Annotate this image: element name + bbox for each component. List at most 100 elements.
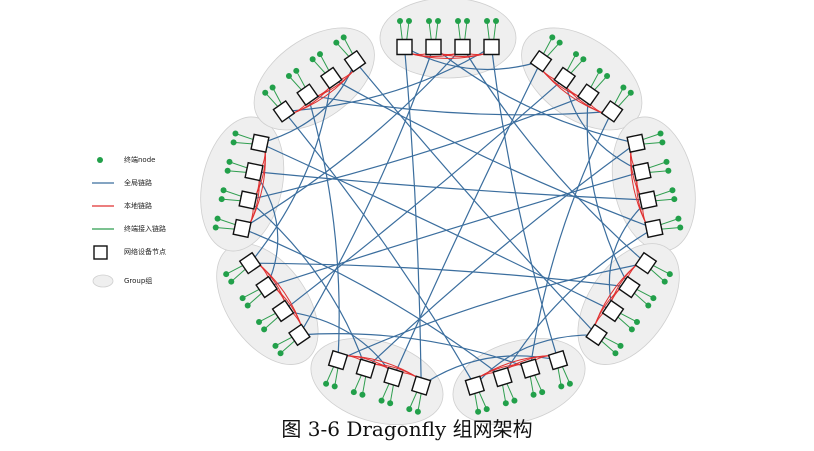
terminal-node [511,397,518,404]
terminal-node [663,158,670,165]
network-switch [634,251,658,275]
global-link [253,171,279,288]
terminal-node [309,56,316,63]
legend-label-local-link: 本地链路 [124,202,152,210]
terminal-node [333,39,340,46]
network-switch [383,366,404,388]
terminal-node [556,39,563,46]
global-link [250,262,630,288]
network-switch [355,358,376,379]
network-switch [520,358,541,379]
terminal-node [645,302,652,309]
terminal-node [214,215,221,222]
terminal-node [218,196,225,203]
access-link-line-icon [92,228,114,230]
terminal-node [220,187,227,194]
network-switch [343,49,367,73]
terminal-node [262,89,269,96]
global-link [330,77,655,229]
network-switch [255,275,278,299]
network-switch [319,66,343,90]
legend-label-access-link: 终端接入链路 [124,225,166,233]
terminal-node [539,389,546,396]
network-switch [296,83,320,107]
network-switch [644,218,664,239]
network-switch [396,38,413,56]
terminal-node [232,130,239,137]
terminal-node [269,84,276,91]
terminal-node [493,18,499,24]
terminal-node [455,18,461,24]
legend-item-terminal: 终端node [92,152,212,168]
terminal-node [661,278,668,285]
local-link-line-icon [92,205,114,207]
global-link [461,46,647,264]
terminal-node [272,342,279,349]
global-link [241,46,463,229]
global-link [337,262,646,361]
figure-caption: 图 3-6 Dragonfly 组网架构 [281,417,533,441]
network-switch [601,299,625,323]
switch-square-icon [93,245,108,260]
network-switch [327,349,349,371]
terminal-node [261,326,268,333]
terminal-node [378,397,385,404]
network-switch [288,323,311,347]
terminal-node [406,18,412,24]
legend-label-global-link: 全局链路 [124,179,152,187]
legend-label-switch: 网络设备节点 [124,248,166,256]
global-link [433,46,637,144]
terminal-node [340,34,347,41]
terminal-node [627,89,634,96]
terminal-node [558,383,565,390]
terminal-node [350,389,357,396]
terminal-node [549,34,556,41]
network-switch [492,366,513,388]
terminal-layer [212,18,684,415]
terminal-node [677,224,684,231]
terminal-node [212,224,219,231]
terminal-node [256,318,263,325]
terminal-node [612,350,619,357]
network-switch [425,38,442,56]
terminal-node [604,72,611,79]
network-switch [272,99,296,123]
network-switch [626,133,646,153]
terminal-node [244,302,251,309]
terminal-node [223,271,230,278]
group-ellipse-icon [92,274,114,288]
terminal-node [580,56,587,63]
global-link-line-icon [92,182,114,184]
terminal-node [316,51,323,58]
terminal-node [406,406,413,413]
network-switch [464,375,486,396]
terminal-node [435,18,441,24]
terminal-node [414,408,421,415]
global-link [307,94,613,116]
global-link [249,77,332,264]
terminal-node [277,350,284,357]
legend-item-group: Group组 [92,273,212,289]
group-blob [379,0,517,79]
terminal-node [659,139,666,146]
network-switch [238,190,258,210]
global-link [307,94,340,361]
terminal-node [359,391,366,398]
terminal-node [650,295,657,302]
network-switch [244,161,264,182]
terminal-node [230,139,237,146]
terminal-node [657,130,664,137]
terminal-node [665,167,672,174]
global-link [392,60,542,378]
terminal-node [285,72,292,79]
global-link [529,111,613,369]
terminal-node [502,400,509,407]
global-link [266,171,643,288]
global-link [247,94,589,201]
legend-item-local-link: 本地链路 [92,198,212,214]
global-link [354,60,598,336]
legend: 终端node 全局链路 本地链路 终端接入链路 网络设备节点 Group组 [92,152,212,296]
terminal-node [224,167,231,174]
global-link [490,46,559,361]
global-link [608,199,649,312]
